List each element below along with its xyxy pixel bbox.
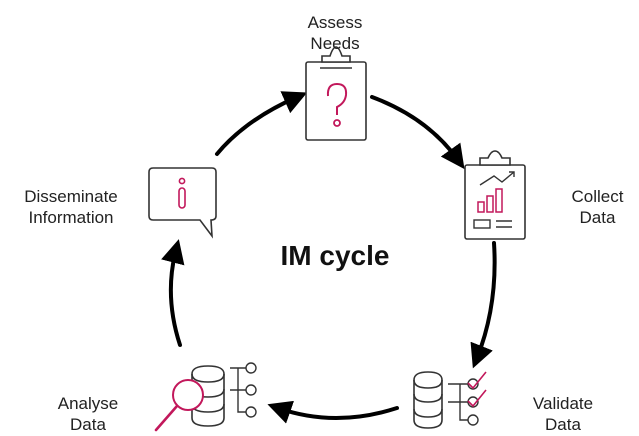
arrow-analyse-to-disseminate: [161, 239, 185, 347]
arrow-assess-to-collect: [370, 95, 465, 170]
arrow-disseminate-to-assess: [215, 91, 308, 156]
database-check-icon: [413, 371, 487, 429]
cycle-title: IM cycle: [280, 240, 390, 271]
label-validate-data: Validate Data: [532, 394, 594, 434]
info-speech-bubble-icon: [148, 167, 217, 239]
cycle-arrows: [161, 91, 497, 424]
arrow-validate-to-analyse: [267, 400, 399, 424]
clipboard-question-icon: [305, 46, 367, 141]
database-magnifier-icon: [154, 362, 257, 432]
label-analyse-data: Analyse Data: [57, 394, 119, 434]
arrow-collect-to-validate: [470, 241, 497, 369]
clipboard-chart-icon: [464, 150, 526, 240]
label-disseminate-information: Disseminate Information: [24, 187, 118, 227]
label-assess-needs: Assess Needs: [307, 13, 363, 53]
label-collect-data: Collect Data: [571, 187, 624, 227]
